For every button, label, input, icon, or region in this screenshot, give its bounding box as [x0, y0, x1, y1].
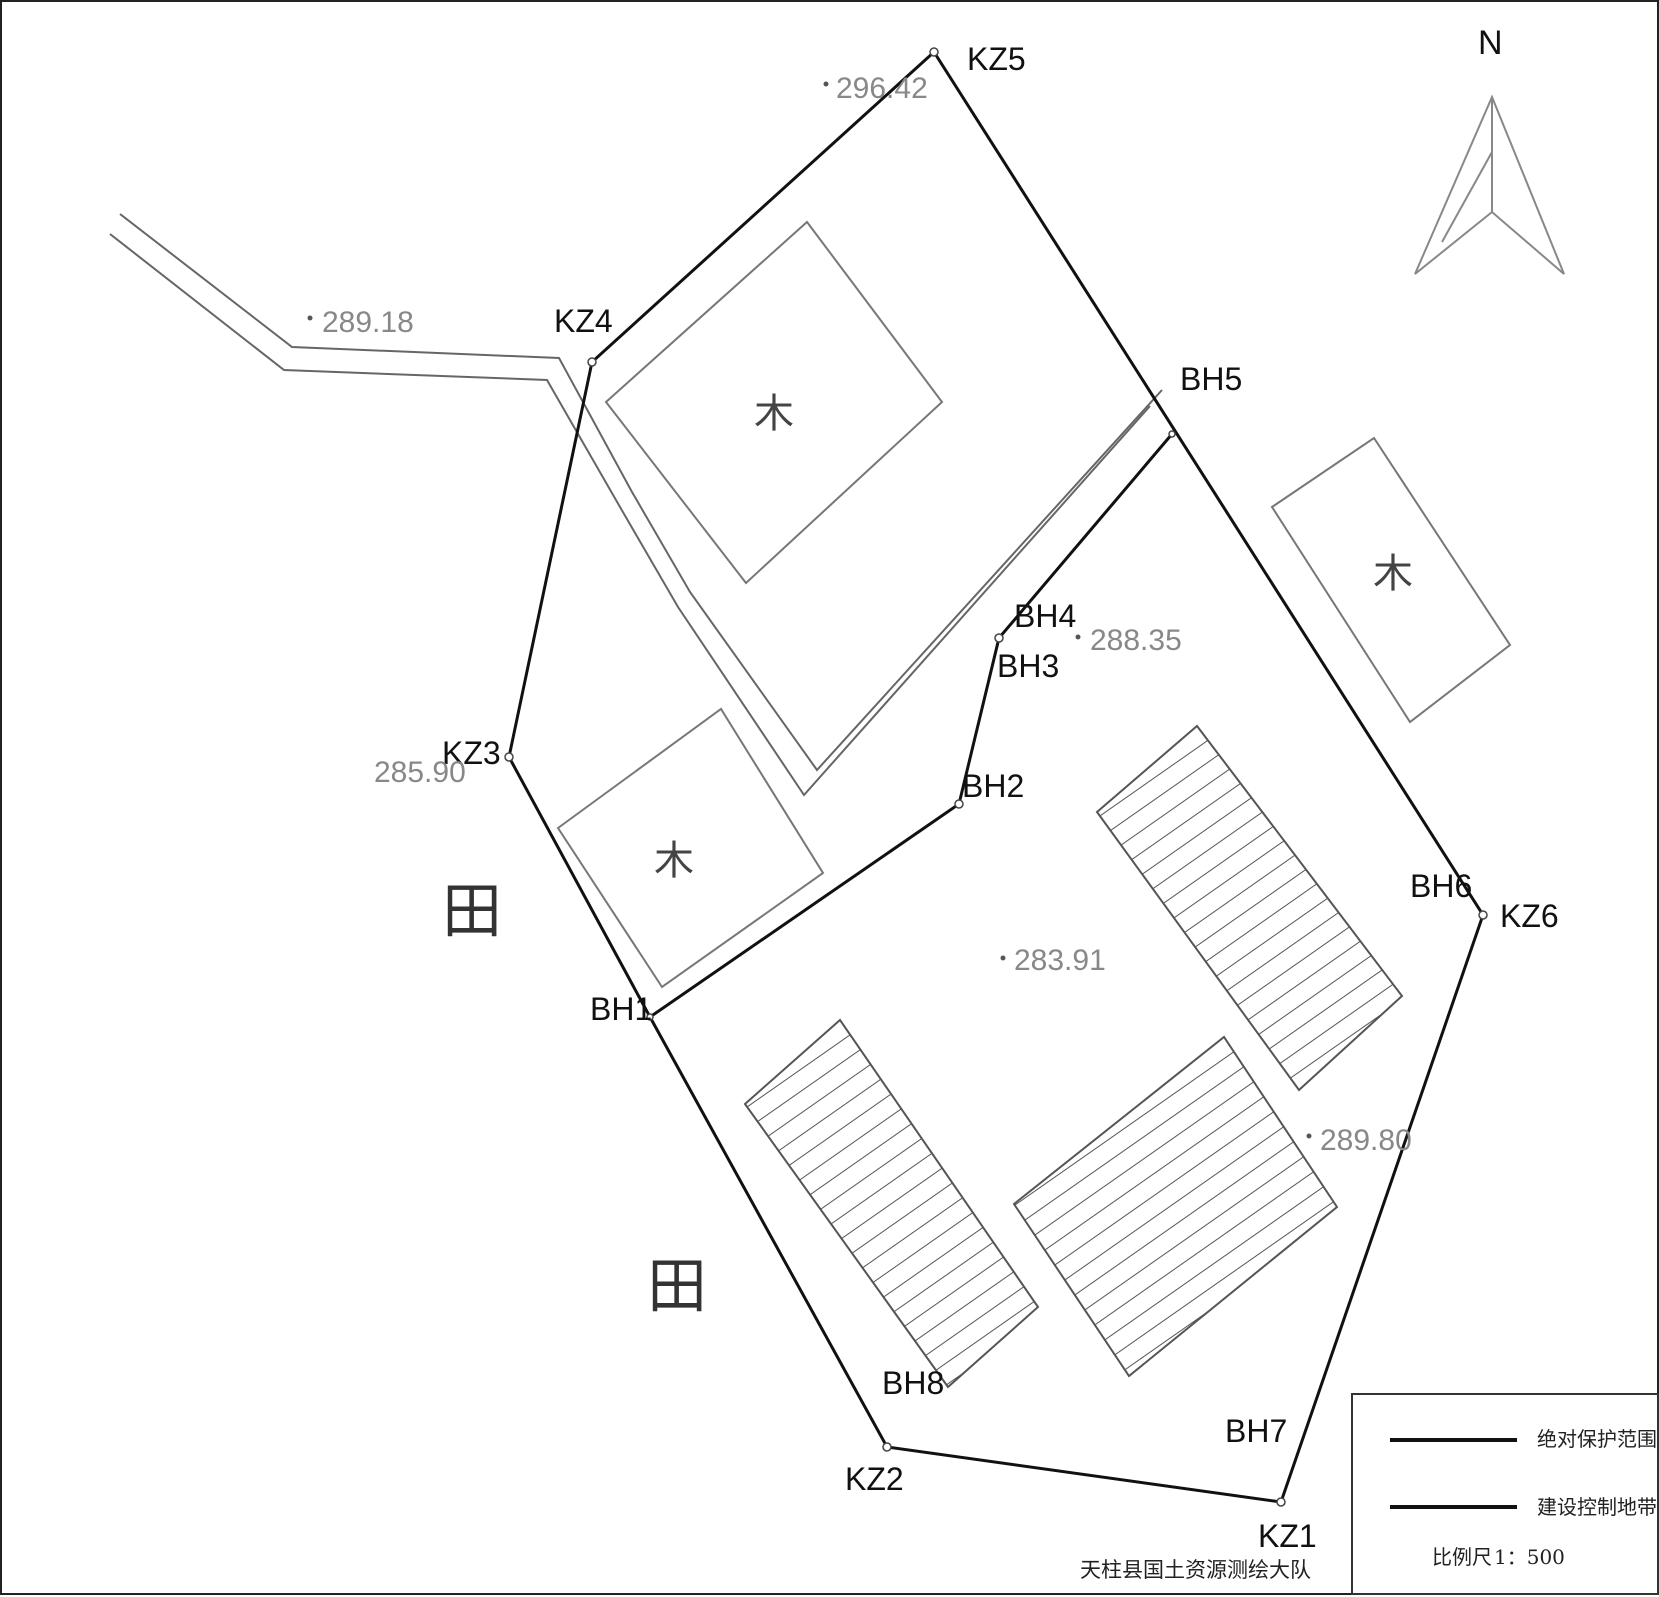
label-kz2: KZ2	[845, 1461, 904, 1497]
kz3-marker	[504, 752, 514, 762]
elevation-dots	[307, 81, 1312, 1139]
elevation-289-80: 289.80	[1320, 1124, 1412, 1157]
scale-label: 比例尺	[1432, 1545, 1492, 1569]
label-kz1: KZ1	[1258, 1518, 1317, 1554]
north-arrow-icon	[1414, 94, 1565, 275]
elevation-296-42: 296.42	[836, 72, 928, 105]
scale-value: 1：500	[1494, 1545, 1565, 1569]
legend-box	[1351, 1393, 1659, 1595]
legend: 绝对保护范围 建设控制地带 比例尺 1：500	[1351, 1393, 1659, 1595]
building-sw	[743, 1018, 1040, 1389]
label-kz6: KZ6	[1500, 898, 1559, 934]
north-label: N	[1478, 24, 1503, 62]
tree-symbol-north: 木	[754, 391, 794, 437]
credit-text: 天柱县国土资源测绘大队	[1080, 1558, 1311, 1582]
tree-symbol-west: 木	[654, 838, 694, 884]
construction-control-boundary	[507, 49, 1485, 1504]
label-kz5: KZ5	[967, 41, 1026, 77]
building-ne	[1095, 724, 1404, 1092]
tree-plot-east	[1270, 436, 1512, 724]
label-bh2: BH2	[962, 768, 1024, 804]
tree-symbol-east: 木	[1373, 551, 1413, 597]
label-kz3: KZ3	[442, 735, 501, 771]
kz1-marker	[1276, 1497, 1286, 1507]
kz2-marker	[882, 1442, 892, 1452]
bh5-marker	[1168, 430, 1176, 438]
legend-label-control: 建设控制地带	[1537, 1495, 1657, 1519]
label-bh3: BH3	[997, 648, 1059, 684]
bh2-marker	[954, 799, 964, 809]
label-bh1: BH1	[590, 991, 652, 1027]
label-bh8: BH8	[882, 1365, 944, 1401]
label-kz4: KZ4	[554, 303, 613, 339]
kz5-marker	[929, 47, 939, 57]
tree-plots	[556, 220, 1512, 989]
field-symbol-2: 田	[647, 1252, 707, 1322]
kz4-marker	[587, 357, 597, 367]
bh1-marker	[646, 1013, 654, 1021]
point-markers	[504, 47, 1488, 1507]
legend-label-absolute: 绝对保护范围	[1537, 1427, 1657, 1451]
road	[109, 213, 1163, 797]
label-bh4: BH4	[1014, 598, 1076, 634]
elevation-289-18: 289.18	[322, 306, 414, 339]
kz6-marker	[1478, 910, 1488, 920]
label-bh5: BH5	[1180, 361, 1242, 397]
tree-plot-west	[556, 707, 825, 989]
label-bh7: BH7	[1225, 1413, 1287, 1449]
elevation-288-35: 288.35	[1090, 624, 1182, 657]
field-symbol-1: 田	[442, 877, 502, 947]
elevation-285-90: 285.90	[374, 756, 466, 789]
elevation-283-91: 283.91	[1014, 944, 1106, 977]
hatched-buildings	[743, 724, 1404, 1389]
tree-plot-north	[604, 220, 944, 585]
absolute-protection-boundary	[649, 433, 1174, 1019]
building-se	[1012, 1035, 1339, 1378]
label-bh6: BH6	[1410, 868, 1472, 904]
bh3-marker	[994, 633, 1004, 643]
